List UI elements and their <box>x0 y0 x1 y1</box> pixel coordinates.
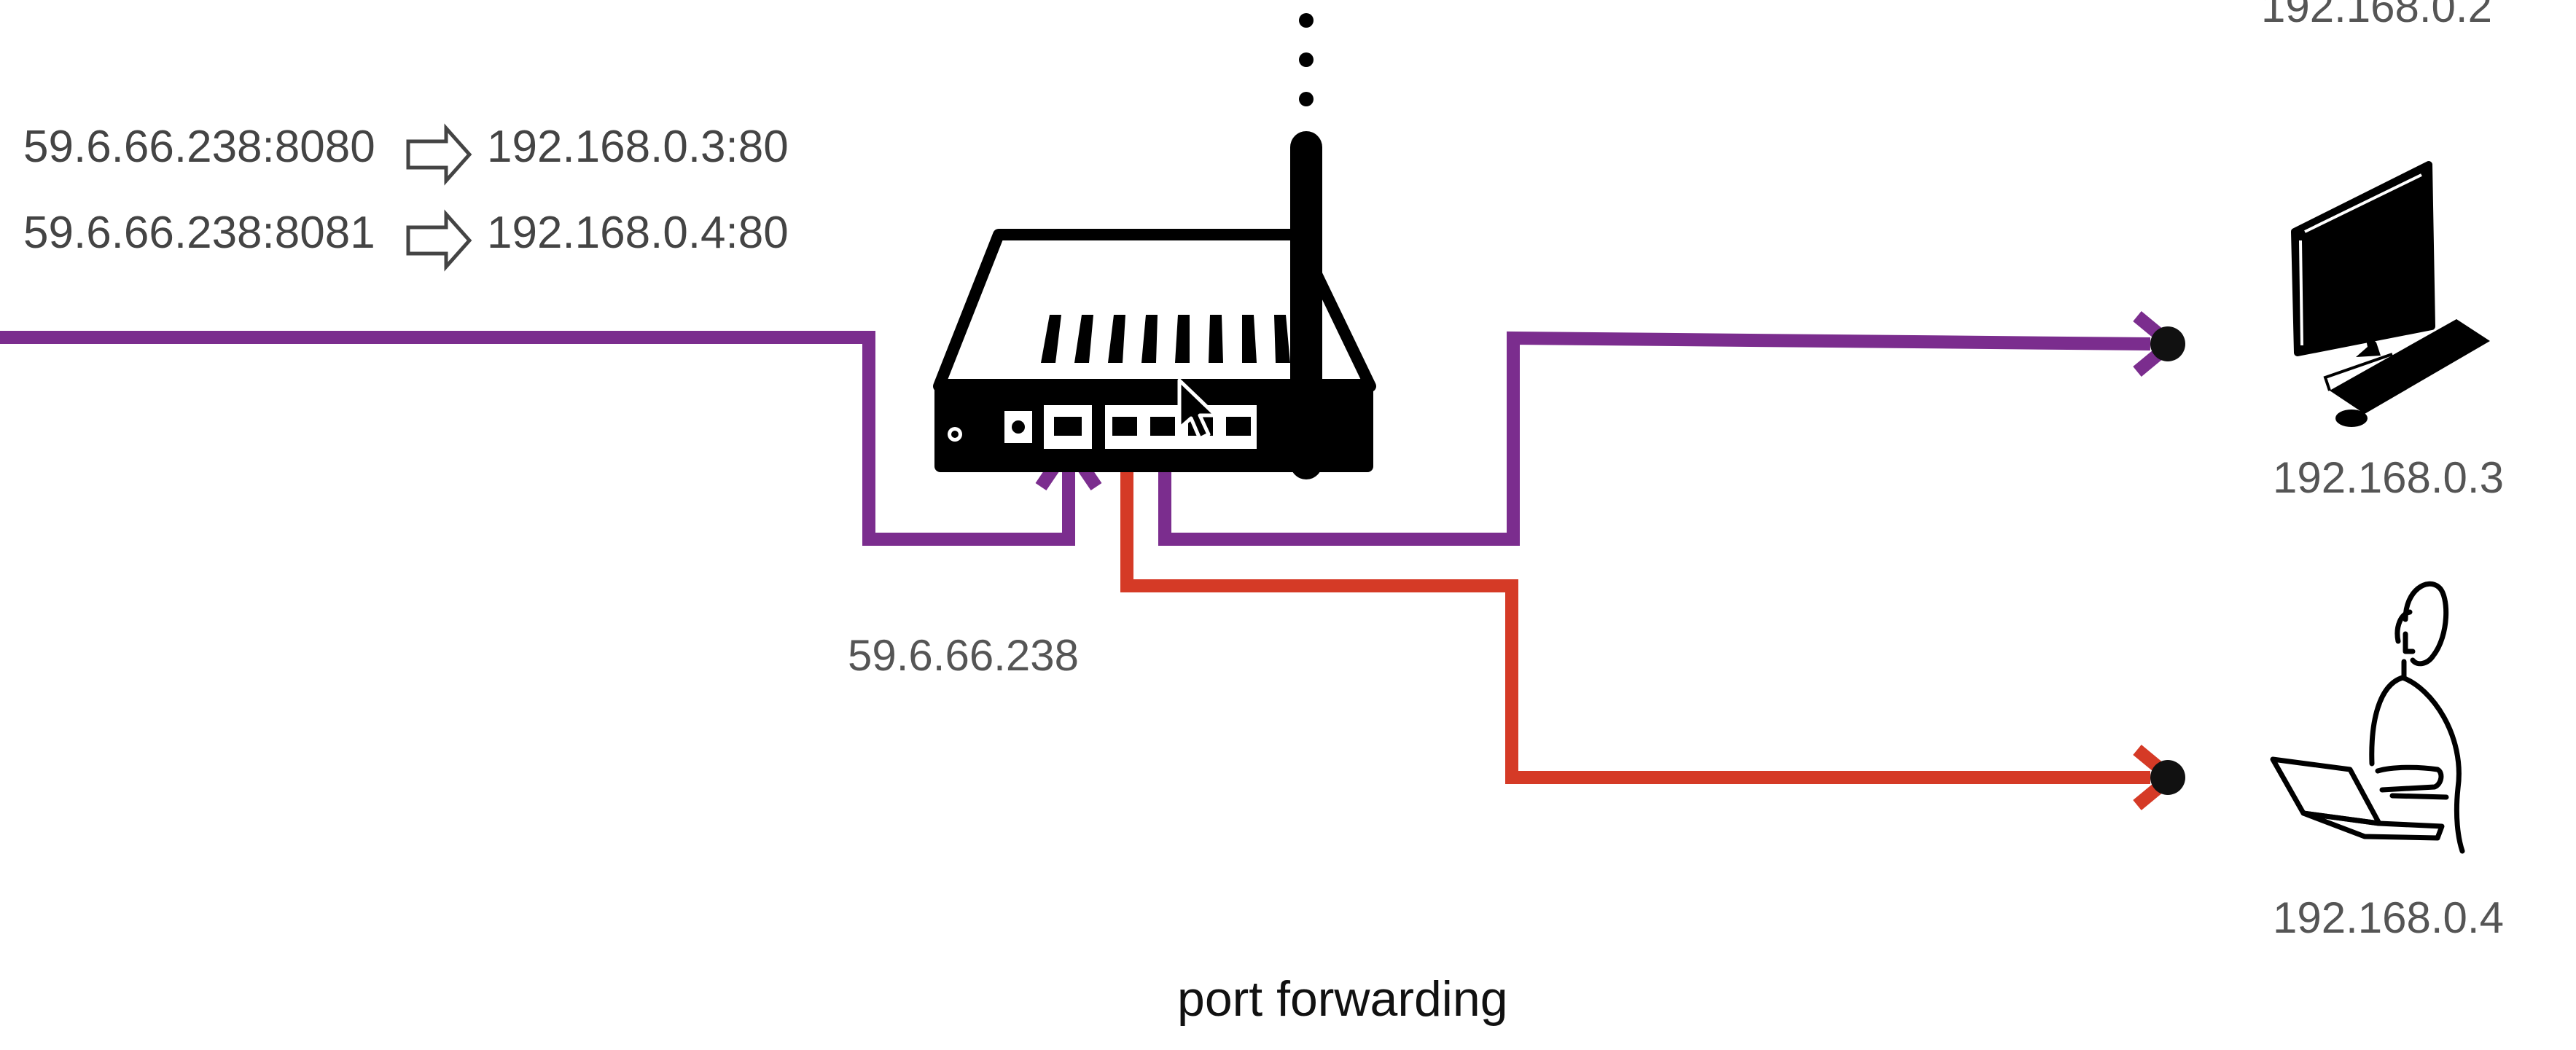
rule-1-external: 59.6.66.238:8080 <box>23 122 375 172</box>
person-laptop-icon <box>2270 581 2465 854</box>
desktop-computer-icon <box>2291 161 2490 427</box>
connection-router-to-laptop <box>1120 434 2150 784</box>
arrow-right-outline-icon <box>406 123 472 186</box>
host-ip-top-partial: 192.168.0.2 <box>2261 0 2492 31</box>
rule-2-internal: 192.168.0.4:80 <box>487 208 789 258</box>
antenna-icon <box>1290 131 1322 479</box>
router-icon <box>933 229 1376 472</box>
arrow-right-outline-icon <box>406 209 472 272</box>
desktop-ip: 192.168.0.3 <box>2273 453 2504 502</box>
antenna-signal-dots <box>1299 13 1314 106</box>
diagram-title: port forwarding <box>1177 971 1508 1027</box>
forwarding-rule-1: 59.6.66.238:8080 192.168.0.3:80 <box>23 122 789 186</box>
cursor-icon <box>1177 378 1218 441</box>
connection-router-to-desktop <box>1158 331 2151 546</box>
laptop-ip: 192.168.0.4 <box>2273 893 2504 942</box>
rule-1-internal: 192.168.0.3:80 <box>487 122 789 172</box>
forwarding-rule-2: 59.6.66.238:8081 192.168.0.4:80 <box>23 208 789 272</box>
desktop-port-dot <box>2150 326 2185 361</box>
connection-internet-to-router <box>0 331 1075 546</box>
laptop-port-dot <box>2150 760 2185 795</box>
rule-2-external: 59.6.66.238:8081 <box>23 208 375 258</box>
router-public-ip: 59.6.66.238 <box>848 631 1079 680</box>
